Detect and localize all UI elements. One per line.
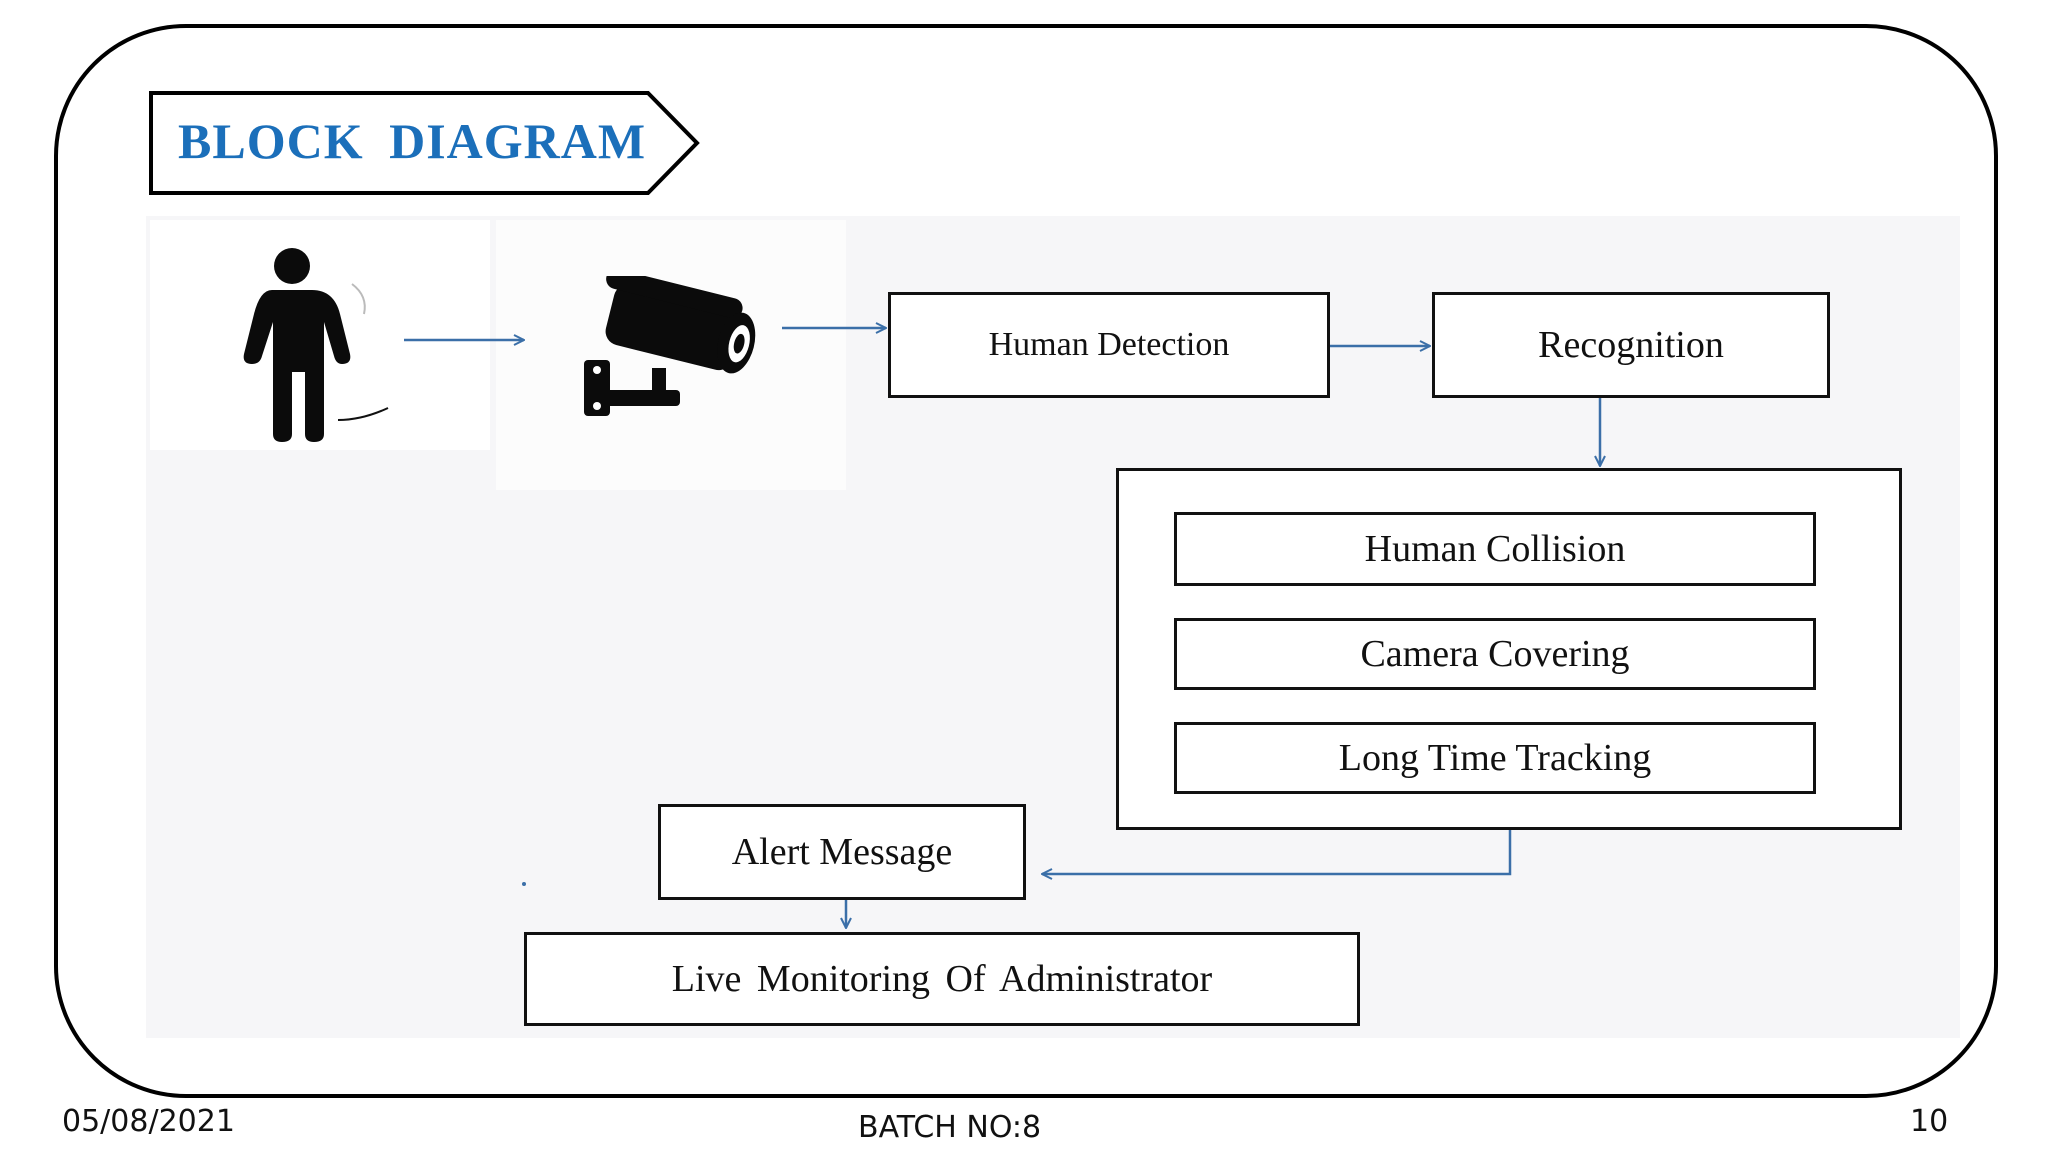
node-alert-message: Alert Message bbox=[658, 804, 1026, 900]
footer-date: 05/08/2021 bbox=[62, 1104, 235, 1139]
title-tag-shape bbox=[149, 91, 700, 195]
slide-frame bbox=[54, 24, 1998, 1098]
footer-batch: BATCH NO:8 bbox=[858, 1110, 1042, 1145]
node-human-collision: Human Collision bbox=[1174, 512, 1816, 586]
node-human-detection: Human Detection bbox=[888, 292, 1330, 398]
node-long-time-tracking: Long Time Tracking bbox=[1174, 722, 1816, 794]
cctv-camera-icon bbox=[584, 276, 756, 416]
slide-title: BLOCK DIAGRAM bbox=[178, 113, 647, 169]
footer-page-number: 10 bbox=[1910, 1104, 1949, 1139]
node-camera-covering: Camera Covering bbox=[1174, 618, 1816, 690]
person-icon bbox=[243, 248, 389, 442]
node-live-monitoring: Live Monitoring Of Administrator bbox=[524, 932, 1360, 1026]
node-recognition: Recognition bbox=[1432, 292, 1830, 398]
